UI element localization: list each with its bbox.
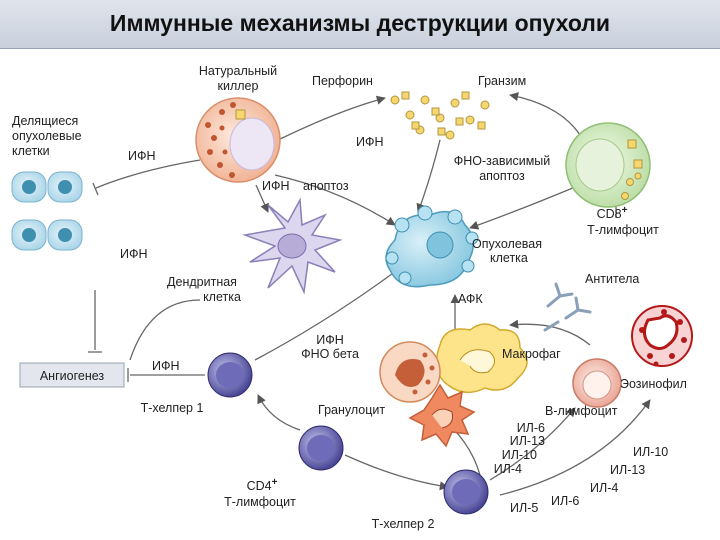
label-granulocyte: Гранулоцит bbox=[318, 403, 385, 417]
label-natural-killer-2: киллер bbox=[218, 79, 259, 93]
natural-killer-cell bbox=[195, 97, 281, 183]
label-dendritic-2: клетка bbox=[203, 290, 241, 304]
macrophage bbox=[435, 323, 528, 394]
dendritic-cell bbox=[242, 197, 343, 295]
label-cd4-2: Т-лимфоцит bbox=[224, 495, 296, 509]
label-natural-killer-1: Натуральный bbox=[199, 64, 277, 78]
dividing-tumor-cells bbox=[11, 171, 83, 251]
label-angiogenesis: Ангиогенез bbox=[40, 369, 105, 383]
label-il-a1: ИЛ-6 bbox=[517, 421, 545, 435]
label-il-b2: ИЛ-13 bbox=[610, 463, 645, 477]
label-ifn-5: ИФН bbox=[120, 247, 148, 261]
inhibit-bar-dividing bbox=[92, 182, 99, 196]
label-tnf-dep-1: ФНО-зависимый bbox=[454, 154, 551, 168]
cd4-t-lymphocyte bbox=[298, 425, 344, 471]
label-t-helper-2: Т-хелпер 2 bbox=[372, 517, 435, 531]
arrow-cd8-to-granzyme bbox=[509, 92, 581, 136]
label-tumor-2: клетка bbox=[490, 251, 528, 265]
cd8-t-lymphocyte bbox=[565, 122, 651, 208]
arrow-cd4-to-th1 bbox=[257, 394, 301, 431]
label-granzyme: Гранзим bbox=[478, 74, 526, 88]
label-cd4-1: CD4+ bbox=[247, 477, 278, 493]
arrow-th2-to-b bbox=[489, 407, 576, 481]
label-ifn-3: ИФН bbox=[262, 179, 290, 193]
label-apoptosis: апоптоз bbox=[303, 179, 349, 193]
label-macrophage: Макрофаг bbox=[502, 347, 561, 361]
label-antibodies: Антитела bbox=[585, 272, 639, 286]
tumor-cell bbox=[385, 205, 479, 288]
connector-arrows bbox=[88, 92, 651, 496]
label-dividing-3: клетки bbox=[12, 144, 50, 158]
label-t-helper-1: Т-хелпер 1 bbox=[141, 401, 204, 415]
label-b-lymph: В-лимфоцит bbox=[545, 404, 618, 418]
t-helper-1-cell bbox=[207, 352, 253, 398]
label-cd8-2: Т-лимфоцит bbox=[587, 223, 659, 237]
label-dividing-2: опухолевые bbox=[12, 129, 82, 143]
t-helper-2-cell bbox=[443, 469, 489, 515]
arrow-nk-to-dendritic bbox=[255, 184, 269, 213]
label-eosinophil: Эозинофил bbox=[620, 377, 687, 391]
label-il-b3: ИЛ-4 bbox=[590, 481, 618, 495]
b-lymphocyte bbox=[572, 358, 622, 408]
label-dendritic-1: Дендритная bbox=[167, 275, 237, 289]
arrow-cd4-to-th2 bbox=[344, 454, 449, 491]
label-cd8-1: CD8+ bbox=[597, 205, 628, 221]
label-il-a4: ИЛ-4 bbox=[494, 462, 522, 476]
label-ifn-2: ИФН bbox=[356, 135, 384, 149]
arrow-nk-ifn-to-tumor bbox=[274, 174, 396, 226]
diagram: Натуральный киллер Перфорин Гранзим Деля… bbox=[11, 64, 693, 531]
inhibit-nk-to-dividing bbox=[95, 159, 201, 189]
label-perforin: Перфорин bbox=[312, 74, 373, 88]
label-ifn-1: ИФН bbox=[128, 149, 156, 163]
label-afk: АФК bbox=[458, 292, 483, 306]
label-tnf-dep-2: апоптоз bbox=[479, 169, 525, 183]
arrow-th1-to-tumor bbox=[254, 267, 401, 361]
label-il-a3: ИЛ-10 bbox=[502, 448, 537, 462]
line-dendritic-left bbox=[129, 299, 201, 361]
antibodies bbox=[543, 282, 592, 332]
label-ifn-tnf-1: ИФН bbox=[316, 333, 344, 347]
label-il-b5: ИЛ-5 bbox=[510, 501, 538, 515]
arrow-granules-to-tumor bbox=[416, 139, 441, 213]
granulocyte-activated bbox=[408, 383, 476, 448]
label-dividing-1: Делящиеся bbox=[12, 114, 78, 128]
title-bar bbox=[0, 0, 720, 49]
label-il-a2: ИЛ-13 bbox=[510, 434, 545, 448]
label-tumor-1: Опухолевая bbox=[472, 237, 542, 251]
granulocyte bbox=[379, 341, 441, 403]
label-ifn-6: ИФН bbox=[152, 359, 180, 373]
arrow-b-to-macro bbox=[509, 319, 591, 346]
label-il-b1: ИЛ-10 bbox=[633, 445, 668, 459]
perforin-granzyme-granules bbox=[390, 91, 490, 140]
angiogenesis-box bbox=[19, 362, 125, 388]
arrow-th2-to-eosinophil bbox=[499, 399, 651, 496]
arrow-cd8-to-tumor bbox=[469, 184, 581, 230]
label-il-b4: ИЛ-6 bbox=[551, 494, 579, 508]
eosinophil bbox=[631, 305, 693, 367]
page-title: Иммунные механизмы деструкции опухоли bbox=[109, 10, 611, 36]
label-ifn-tnf-2: ФНО бета bbox=[301, 347, 359, 361]
arrow-nk-to-perforin bbox=[277, 95, 386, 141]
